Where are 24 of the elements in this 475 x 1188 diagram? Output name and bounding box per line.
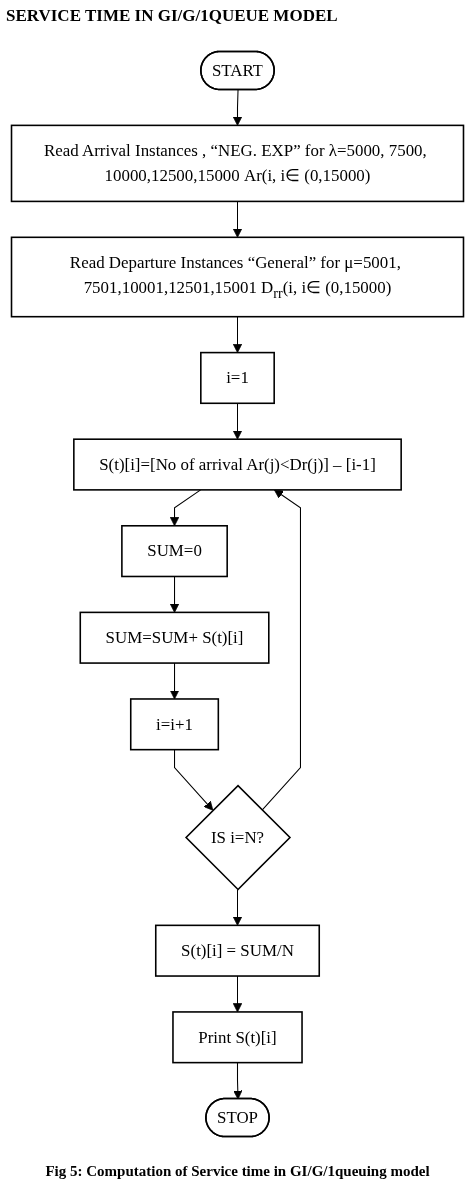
arrow bbox=[232, 888, 243, 926]
node-box: SUM=SUM+ S(t)[i] bbox=[79, 611, 270, 664]
node-box: Read Arrival Instances , “NEG. EXP” for λ=5000, 7500, 10000,12500,15000 Ar(i, i∈ (0,15000) bbox=[10, 124, 465, 202]
arrow bbox=[174, 748, 214, 811]
node-box: i=i+1 bbox=[129, 697, 220, 750]
arrow bbox=[232, 315, 243, 353]
node-box: Read Departure Instances “General” for μ=5001, 7501,10001,12501,15001 D$_{rr}$(i, i∈ (0,15000) bbox=[10, 236, 465, 317]
arrow bbox=[232, 200, 243, 238]
arrow bbox=[232, 88, 243, 126]
figure-caption: Fig 5: Computation of Service time in GI/G/1queuing model bbox=[45, 1162, 430, 1181]
arrow bbox=[169, 575, 180, 613]
node-diamond: IS i=N? bbox=[184, 783, 292, 891]
node-box: S(t)[i] = SUM/N bbox=[154, 924, 321, 977]
diagram-title: SERVICE TIME IN GI/G/1QUEUE MODEL bbox=[5, 5, 339, 26]
arrow bbox=[169, 662, 180, 699]
arrow bbox=[233, 1061, 243, 1099]
node-box: Print S(t)[i] bbox=[172, 1010, 303, 1063]
node-box: i=1 bbox=[200, 351, 275, 404]
node-box: S(t)[i]=[No of arrival Ar(j)<Dr(j)] – [i-1] bbox=[73, 437, 402, 491]
arrow bbox=[169, 488, 202, 526]
arrow bbox=[261, 488, 301, 811]
arrow bbox=[232, 402, 243, 440]
node-box: SUM=0 bbox=[121, 524, 228, 577]
arrow bbox=[232, 975, 243, 1012]
